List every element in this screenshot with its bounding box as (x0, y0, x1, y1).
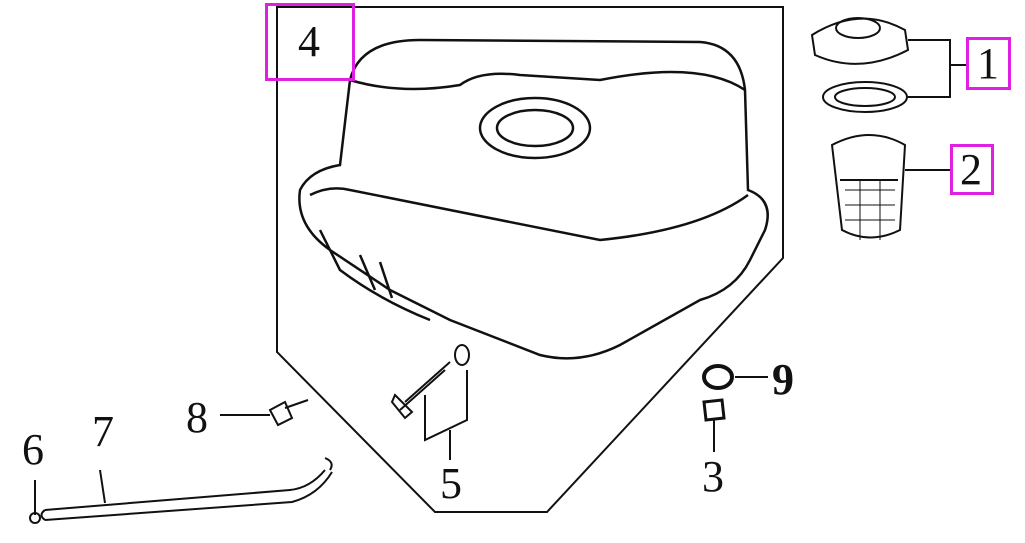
bolt-drawing (220, 399, 309, 427)
callout-9[interactable]: 9 (772, 355, 794, 404)
callout-6[interactable]: 6 (22, 425, 44, 474)
highlight-box-2 (950, 144, 994, 195)
highlight-box-4 (265, 3, 355, 81)
callout-7[interactable]: 7 (92, 407, 114, 456)
strainer-drawing (830, 134, 950, 240)
fuel-cap-drawing (810, 17, 968, 113)
callout-1[interactable]: 1 (977, 39, 999, 88)
callout-8[interactable]: 8 (186, 393, 208, 442)
highlight-box-1 (966, 37, 1011, 90)
washer-drawing (702, 364, 734, 390)
drain-nut-drawing (702, 398, 726, 422)
filler-neck (478, 96, 592, 160)
hose-clip (29, 512, 41, 524)
fuel-tank-drawing (298, 38, 769, 360)
tank-group-outline (276, 6, 784, 513)
callout-3[interactable]: 3 (702, 452, 724, 501)
callout-2[interactable]: 2 (960, 145, 982, 194)
gasket (822, 81, 908, 113)
callout-4[interactable]: 4 (298, 17, 320, 66)
fuel-cock-drawing (390, 344, 470, 460)
callout-5[interactable]: 5 (440, 459, 462, 508)
fuel-hose-drawing (29, 457, 333, 524)
